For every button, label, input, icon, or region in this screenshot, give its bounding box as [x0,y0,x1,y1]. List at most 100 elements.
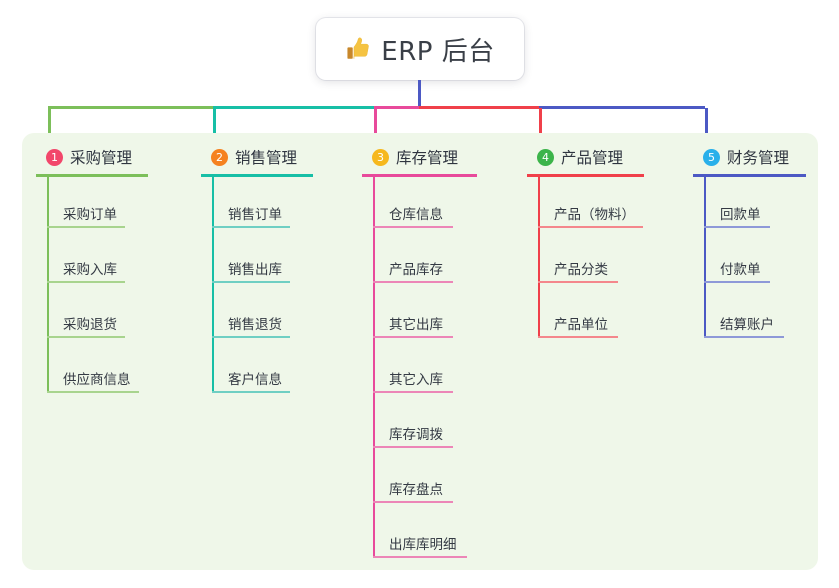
menu-item-rule [212,226,290,228]
menu-item-rule [47,226,125,228]
bus-segment [419,106,539,109]
menu-item[interactable]: 产品单位 [527,287,687,342]
menu-item-label: 产品库存 [389,262,443,278]
menu-item[interactable]: 库存调拨 [362,397,512,452]
column-1: 1 采购管理采购订单采购入库采购退货供应商信息 [36,145,186,397]
bus-segment [374,106,419,109]
menu-item-label: 结算账户 [720,317,774,333]
menu-item[interactable]: 其它出库 [362,287,512,342]
column-header-3[interactable]: 3 库存管理 [362,145,512,169]
menu-item-label: 库存调拨 [389,427,443,443]
menu-item[interactable]: 付款单 [693,232,839,287]
column-header-rule [36,174,148,177]
menu-item-rule [47,336,125,338]
drop-connector-2 [213,108,216,145]
column-items-3: 仓库信息产品库存其它出库其它入库库存调拨库存盘点出库库明细 [362,177,512,562]
column-spine [47,177,49,393]
menu-item[interactable]: 产品（物料） [527,177,687,232]
menu-item-label: 出库库明细 [389,537,457,553]
menu-item-label: 产品（物料） [554,207,635,223]
menu-item[interactable]: 产品分类 [527,232,687,287]
menu-item-label: 产品分类 [554,262,608,278]
column-badge-2: 2 [211,148,228,166]
column-title-5: 财务管理 [727,149,790,167]
menu-item[interactable]: 销售出库 [201,232,351,287]
menu-item-rule [212,336,290,338]
menu-item-rule [47,281,125,283]
column-title-3: 库存管理 [396,149,459,167]
column-4: 4 产品管理产品（物料） 产品分类产品单位 [527,145,687,342]
menu-item[interactable]: 其它入库 [362,342,512,397]
menu-item-rule [538,281,618,283]
menu-item-label: 采购退货 [63,317,117,333]
menu-item-label: 销售出库 [228,262,282,278]
content-panel [22,133,818,570]
menu-item[interactable]: 采购订单 [36,177,186,232]
menu-item-rule [373,336,453,338]
menu-item[interactable]: 仓库信息 [362,177,512,232]
column-header-rule [693,174,806,177]
title-card[interactable]: ERP 后台 [316,18,524,80]
menu-item[interactable]: 采购入库 [36,232,186,287]
page-title: ERP 后台 [381,36,495,67]
menu-item[interactable]: 结算账户 [693,287,839,342]
menu-item-label: 回款单 [720,207,761,223]
thumbs-up-icon [347,37,369,59]
menu-item[interactable]: 采购退货 [36,287,186,342]
column-spine [212,177,214,393]
column-items-5: 回款单付款单结算账户 [693,177,839,342]
menu-item-rule [47,391,139,393]
menu-item-label: 其它入库 [389,372,443,388]
menu-item[interactable]: 销售订单 [201,177,351,232]
trunk-connector [418,80,421,108]
menu-item-label: 库存盘点 [389,482,443,498]
menu-item-rule [704,226,770,228]
drop-connector-1 [48,108,51,145]
column-badge-4: 4 [537,148,554,166]
menu-item-label: 客户信息 [228,372,282,388]
column-items-4: 产品（物料） 产品分类产品单位 [527,177,687,342]
title-card-content: ERP 后台 [345,31,494,68]
column-title-1: 采购管理 [70,149,133,167]
bus-segment [539,106,705,109]
column-items-2: 销售订单销售出库销售退货客户信息 [201,177,351,397]
menu-item-rule [373,226,453,228]
menu-item-label: 采购入库 [63,262,117,278]
menu-item-rule [373,556,467,558]
menu-item[interactable]: 供应商信息 [36,342,186,397]
drop-connector-3 [374,108,377,145]
menu-item[interactable]: 回款单 [693,177,839,232]
menu-item-rule [212,281,290,283]
menu-item-rule [373,446,453,448]
menu-item-label: 销售退货 [228,317,282,333]
menu-item-rule [373,391,453,393]
menu-item[interactable]: 产品库存 [362,232,512,287]
bus-segment [213,106,374,109]
menu-item-label: 其它出库 [389,317,443,333]
column-header-1[interactable]: 1 采购管理 [36,145,186,169]
menu-item-label: 产品单位 [554,317,608,333]
bus-segment [48,106,213,109]
menu-item[interactable]: 出库库明细 [362,507,512,562]
menu-item[interactable]: 客户信息 [201,342,351,397]
column-header-4[interactable]: 4 产品管理 [527,145,687,169]
column-spine [373,177,375,558]
menu-item-rule [704,281,770,283]
menu-item-label: 供应商信息 [63,372,131,388]
column-badge-1: 1 [46,148,63,166]
menu-item-label: 仓库信息 [389,207,443,223]
menu-item-label: 销售订单 [228,207,282,223]
menu-item-rule [704,336,784,338]
column-badge-3: 3 [372,148,389,166]
column-header-rule [527,174,644,177]
menu-item-rule [373,501,453,503]
menu-item[interactable]: 销售退货 [201,287,351,342]
column-title-4: 产品管理 [561,149,624,167]
menu-item-rule [212,391,290,393]
menu-item[interactable]: 库存盘点 [362,452,512,507]
